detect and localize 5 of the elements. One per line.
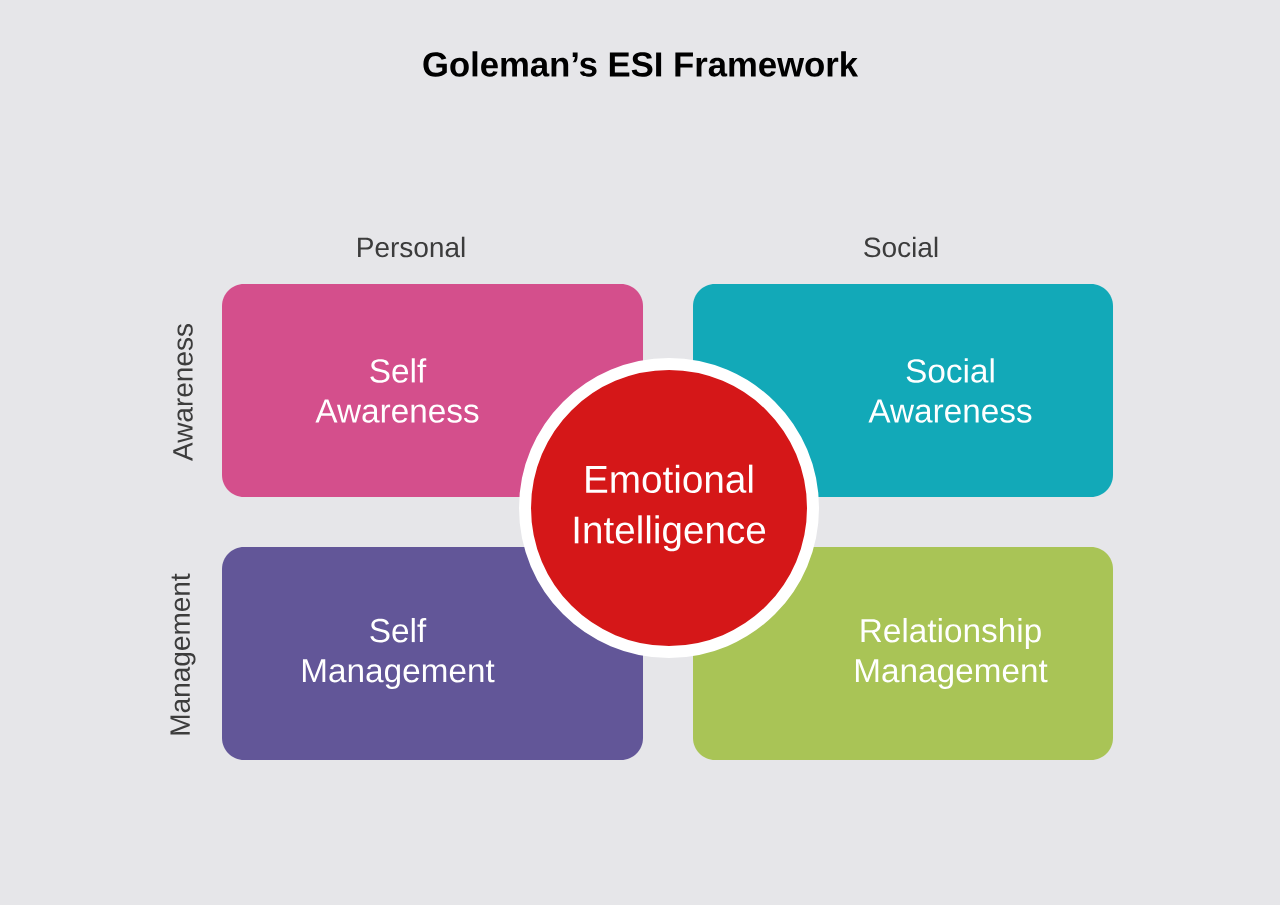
row-heading: Awareness <box>173 324 193 461</box>
title: Goleman’s ESI Framework <box>423 51 859 77</box>
column-heading: Personal <box>358 236 465 258</box>
column-heading: Social <box>864 236 938 258</box>
row-heading: Management <box>170 573 196 735</box>
